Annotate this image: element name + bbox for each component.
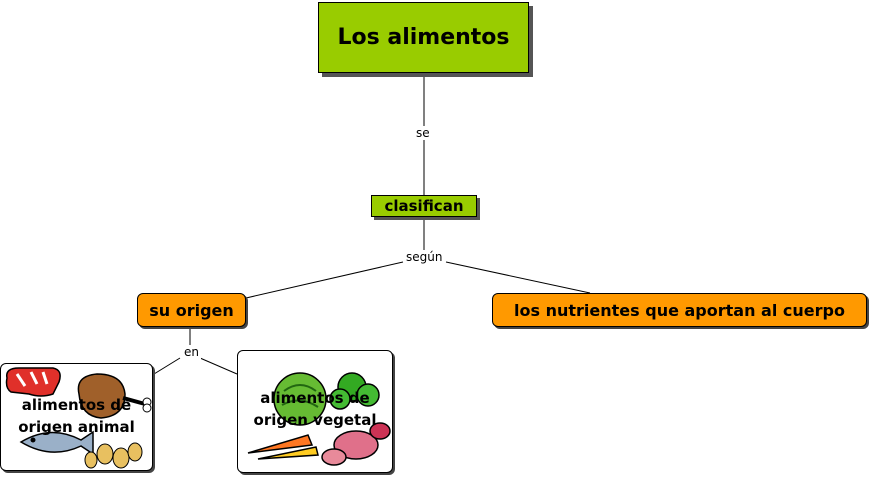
potato-icon (321, 422, 391, 466)
link-label-en: en (182, 345, 201, 359)
broccoli-icon (329, 372, 380, 410)
chicken-icon (77, 373, 152, 419)
link-label-se: se (414, 126, 432, 140)
animal-label-line1: alimentos de (21, 396, 132, 414)
animal-food-illustration (5, 367, 152, 469)
origen-vegetal-node[interactable]: alimentos de origen vegetal (237, 350, 393, 473)
clasifican-node[interactable]: clasifican (371, 195, 477, 217)
carrot-icon (247, 434, 319, 460)
fish-icon (19, 430, 94, 456)
animal-label-line2: origen animal (18, 418, 135, 436)
vegetable-illustration (247, 372, 391, 466)
link-label-segun: según (404, 250, 445, 264)
su-origen-node[interactable]: su origen (137, 293, 246, 327)
eggs-icon (84, 442, 143, 469)
vegetal-label-line1: alimentos de (260, 389, 370, 407)
meat-icon (5, 367, 61, 397)
nutrientes-node[interactable]: los nutrientes que aportan al cuerpo (492, 293, 867, 327)
origen-animal-node[interactable]: alimentos de origen animal (0, 363, 153, 471)
cabbage-icon (273, 372, 327, 426)
vegetal-label-line2: origen vegetal (253, 411, 377, 429)
root-concept-node[interactable]: Los alimentos (318, 2, 529, 73)
